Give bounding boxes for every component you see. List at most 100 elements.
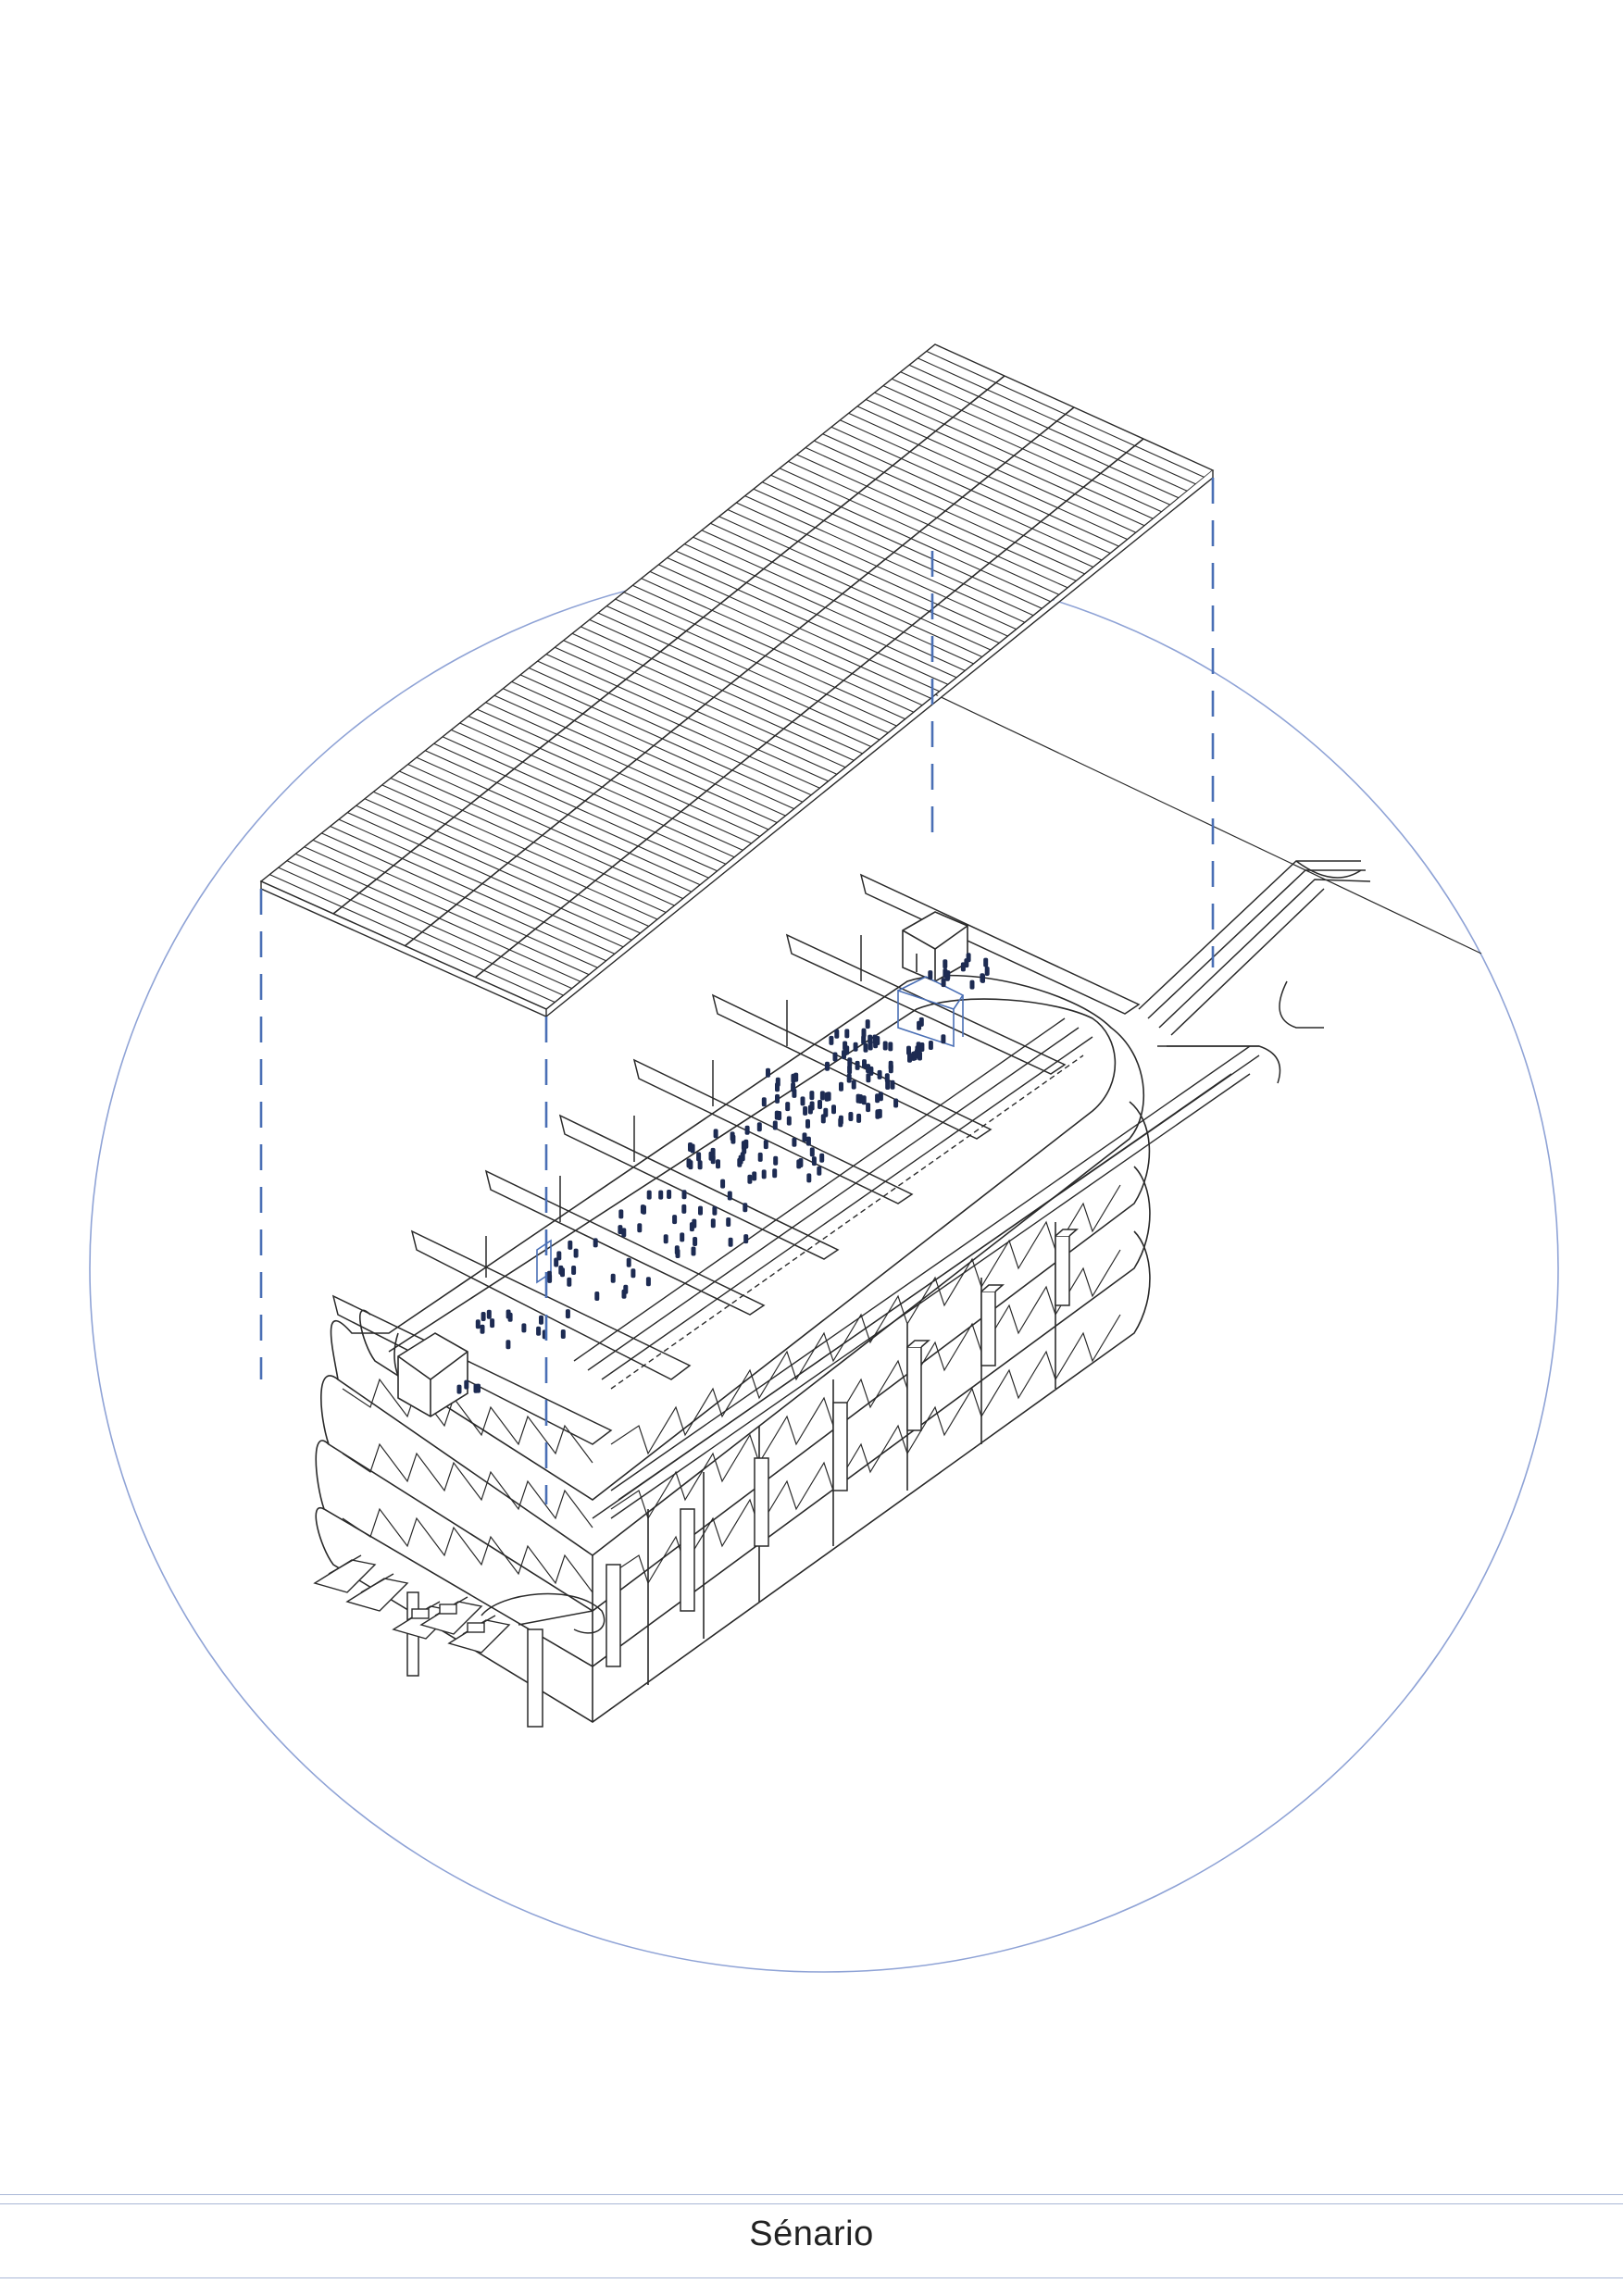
person-figure bbox=[838, 1115, 843, 1125]
person-figure bbox=[912, 1051, 918, 1061]
person-figure bbox=[798, 1158, 804, 1167]
person-figure bbox=[791, 1082, 796, 1092]
person-figure bbox=[618, 1225, 623, 1235]
person-figure bbox=[692, 1218, 697, 1229]
person-figure bbox=[875, 1109, 880, 1119]
person-figure bbox=[941, 1034, 946, 1044]
person-figure bbox=[983, 957, 989, 967]
person-figure bbox=[486, 1309, 492, 1319]
roof-slat bbox=[295, 853, 581, 982]
person-figure bbox=[861, 1035, 867, 1045]
roof-slat bbox=[381, 784, 667, 914]
person-figure bbox=[726, 1217, 731, 1227]
person-figure bbox=[811, 1156, 817, 1167]
person-figure bbox=[888, 1060, 893, 1070]
roof-slat bbox=[425, 750, 709, 879]
person-figure bbox=[681, 1204, 687, 1214]
roof-slat bbox=[519, 674, 804, 803]
base-platform bbox=[481, 1592, 606, 1634]
person-figure bbox=[802, 1132, 807, 1142]
truss-pattern bbox=[342, 1184, 1121, 1593]
support-pillars bbox=[406, 1229, 1079, 1728]
person-figure bbox=[960, 962, 966, 972]
person-figure bbox=[752, 1171, 757, 1181]
person-figure bbox=[610, 1273, 616, 1283]
person-figure bbox=[829, 1035, 834, 1045]
person-figure bbox=[792, 1137, 797, 1147]
person-figure bbox=[593, 1238, 598, 1248]
roof-slat bbox=[399, 770, 683, 900]
person-figure bbox=[630, 1268, 636, 1279]
person-figure bbox=[863, 1042, 868, 1053]
person-figure bbox=[756, 1122, 762, 1132]
person-figure bbox=[708, 1151, 714, 1161]
person-figure bbox=[772, 1168, 778, 1179]
side-rails bbox=[592, 1045, 1260, 1519]
person-figure bbox=[919, 1042, 925, 1052]
person-figure bbox=[475, 1319, 481, 1329]
person-figure bbox=[688, 1142, 693, 1152]
roof-slat bbox=[416, 756, 701, 886]
person-figure bbox=[646, 1190, 652, 1200]
person-figure bbox=[805, 1136, 811, 1146]
person-figure bbox=[928, 970, 933, 980]
person-figure bbox=[878, 1092, 883, 1102]
person-figure bbox=[800, 1096, 805, 1106]
roof-slat bbox=[555, 646, 838, 775]
person-figure bbox=[766, 1067, 770, 1078]
person-figure bbox=[844, 1029, 850, 1039]
person-figure bbox=[481, 1312, 486, 1321]
roof-slat bbox=[451, 729, 735, 858]
person-figure bbox=[556, 1251, 562, 1261]
roof-slat bbox=[511, 680, 794, 810]
roof-slat bbox=[347, 812, 632, 941]
footer-rule-mid bbox=[0, 2203, 1623, 2204]
roof-slat bbox=[356, 805, 641, 934]
person-figure bbox=[834, 1029, 840, 1039]
person-figure bbox=[738, 1154, 743, 1165]
person-figure bbox=[831, 1104, 836, 1115]
roof-slat bbox=[407, 764, 693, 892]
person-figure bbox=[773, 1155, 779, 1166]
person-figure bbox=[885, 1080, 891, 1090]
roof-slat bbox=[269, 874, 556, 1004]
person-figure bbox=[907, 1053, 912, 1063]
person-figure bbox=[819, 1091, 825, 1101]
person-figure bbox=[943, 959, 948, 969]
person-figure bbox=[877, 1069, 882, 1079]
person-figure bbox=[672, 1215, 678, 1225]
person-figure bbox=[847, 1065, 853, 1075]
person-figure bbox=[696, 1152, 702, 1162]
person-figure bbox=[536, 1326, 542, 1336]
person-figure bbox=[862, 1059, 867, 1069]
person-figure bbox=[761, 1169, 767, 1179]
person-figure bbox=[539, 1315, 543, 1325]
booth-right bbox=[902, 911, 968, 982]
person-figure bbox=[847, 1057, 853, 1067]
person-figure bbox=[969, 980, 975, 990]
person-figure bbox=[710, 1218, 716, 1229]
person-figure bbox=[743, 1234, 749, 1244]
person-figure bbox=[980, 973, 985, 983]
roof-slat bbox=[442, 736, 727, 865]
person-figure bbox=[807, 1104, 813, 1115]
person-figure bbox=[686, 1158, 692, 1168]
roof-slat bbox=[537, 660, 820, 789]
person-figure bbox=[667, 1190, 672, 1199]
person-figure bbox=[944, 971, 950, 981]
person-figure bbox=[567, 1277, 572, 1287]
person-figure bbox=[743, 1203, 748, 1213]
person-figure bbox=[554, 1257, 559, 1267]
roof-slat bbox=[304, 846, 590, 976]
roof-slat bbox=[493, 694, 778, 824]
person-figure bbox=[506, 1309, 511, 1319]
central-rail bbox=[573, 1017, 1093, 1390]
roof-slat bbox=[338, 818, 624, 948]
person-figure bbox=[818, 1100, 822, 1109]
person-figure bbox=[506, 1340, 511, 1350]
glass-room bbox=[897, 976, 965, 1048]
person-figure bbox=[775, 1093, 780, 1104]
person-figure bbox=[691, 1246, 696, 1256]
person-figure bbox=[966, 953, 971, 963]
